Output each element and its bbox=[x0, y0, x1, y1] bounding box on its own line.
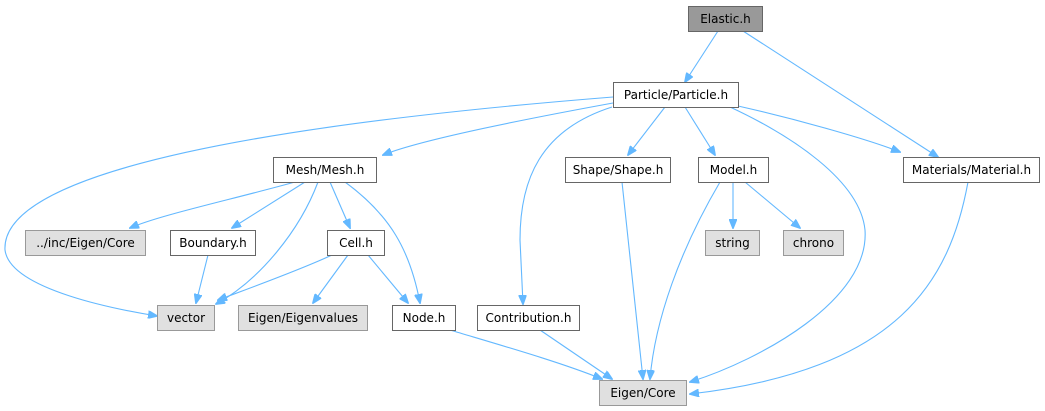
node-label: chrono bbox=[793, 236, 834, 250]
node-label: Elastic.h bbox=[700, 12, 751, 26]
node-box bbox=[705, 230, 760, 256]
edge-model-to-eigen_core bbox=[650, 181, 721, 379]
node-box bbox=[613, 82, 739, 108]
node-label: string bbox=[715, 236, 749, 250]
node-elastic[interactable]: Elastic.h bbox=[688, 6, 763, 32]
edge-node-to-eigen_core bbox=[449, 329, 602, 379]
node-model[interactable]: Model.h bbox=[698, 157, 769, 183]
node-inc-eigen-core: ../inc/Eigen/Core bbox=[25, 230, 146, 256]
node-shape[interactable]: Shape/Shape.h bbox=[565, 157, 671, 183]
node-particle[interactable]: Particle/Particle.h bbox=[613, 82, 739, 108]
node-label: ../inc/Eigen/Core bbox=[36, 236, 135, 250]
edge-contribution-to-eigen_core bbox=[539, 329, 612, 379]
node-eigenvalues: Eigen/Eigenvalues bbox=[238, 305, 368, 331]
node-label: Particle/Particle.h bbox=[624, 88, 728, 102]
node-chrono: chrono bbox=[783, 230, 844, 256]
node-label: vector bbox=[167, 311, 205, 325]
node-box bbox=[273, 157, 377, 183]
edge-mesh-to-boundary bbox=[232, 181, 306, 228]
edge-cell-to-vector bbox=[218, 254, 333, 300]
node-contribution[interactable]: Contribution.h bbox=[477, 305, 580, 331]
node-box bbox=[599, 380, 687, 406]
edge-particle-to-material bbox=[737, 105, 900, 152]
node-box bbox=[688, 6, 763, 32]
edge-shape-to-eigen_core bbox=[621, 181, 643, 379]
edge-boundary-to-vector bbox=[196, 254, 209, 303]
edges-layer bbox=[4, 30, 969, 394]
node-label: Eigen/Eigenvalues bbox=[248, 311, 358, 325]
node-box bbox=[477, 305, 580, 331]
node-label: Node.h bbox=[403, 311, 446, 325]
node-box bbox=[698, 157, 769, 183]
node-vector: vector bbox=[157, 305, 215, 331]
edge-elastic-to-particle bbox=[685, 30, 719, 82]
node-label: Mesh/Mesh.h bbox=[286, 163, 365, 177]
node-box bbox=[565, 157, 671, 183]
node-box bbox=[238, 305, 368, 331]
node-box bbox=[25, 230, 146, 256]
node-label: Materials/Material.h bbox=[912, 163, 1031, 177]
edge-mesh-to-node bbox=[344, 181, 420, 303]
node-cell[interactable]: Cell.h bbox=[327, 230, 385, 256]
node-label: Contribution.h bbox=[486, 311, 572, 325]
node-label: Eigen/Core bbox=[610, 386, 675, 400]
edge-model-to-chrono bbox=[744, 181, 800, 228]
node-box bbox=[903, 157, 1040, 183]
node-box bbox=[327, 230, 385, 256]
node-mesh[interactable]: Mesh/Mesh.h bbox=[273, 157, 377, 183]
edge-mesh-to-inc_eigen_core bbox=[130, 181, 296, 228]
edge-particle-to-vector bbox=[4, 96, 614, 316]
node-string: string bbox=[705, 230, 760, 256]
edge-material-to-eigen_core bbox=[690, 181, 969, 394]
node-boundary[interactable]: Boundary.h bbox=[170, 230, 256, 256]
node-label: Model.h bbox=[710, 163, 757, 177]
edge-particle-to-contribution bbox=[520, 106, 613, 304]
edge-cell-to-eigenvalues bbox=[313, 254, 349, 303]
node-node[interactable]: Node.h bbox=[392, 305, 456, 331]
node-label: Shape/Shape.h bbox=[573, 163, 664, 177]
node-material[interactable]: Materials/Material.h bbox=[903, 157, 1040, 183]
edge-mesh-to-cell bbox=[329, 181, 350, 228]
node-label: Boundary.h bbox=[179, 236, 247, 250]
edge-elastic-to-material bbox=[742, 30, 938, 157]
node-box bbox=[157, 305, 215, 331]
node-label: Cell.h bbox=[339, 236, 373, 250]
edge-particle-to-mesh bbox=[383, 102, 614, 155]
node-box bbox=[783, 230, 844, 256]
node-box bbox=[392, 305, 456, 331]
node-eigen-core: Eigen/Core bbox=[599, 380, 687, 406]
edge-particle-to-eigen_core bbox=[690, 106, 866, 382]
edge-particle-to-model bbox=[684, 106, 715, 155]
node-box bbox=[170, 230, 256, 256]
edge-cell-to-node bbox=[367, 254, 408, 303]
edge-particle-to-shape bbox=[628, 106, 666, 155]
